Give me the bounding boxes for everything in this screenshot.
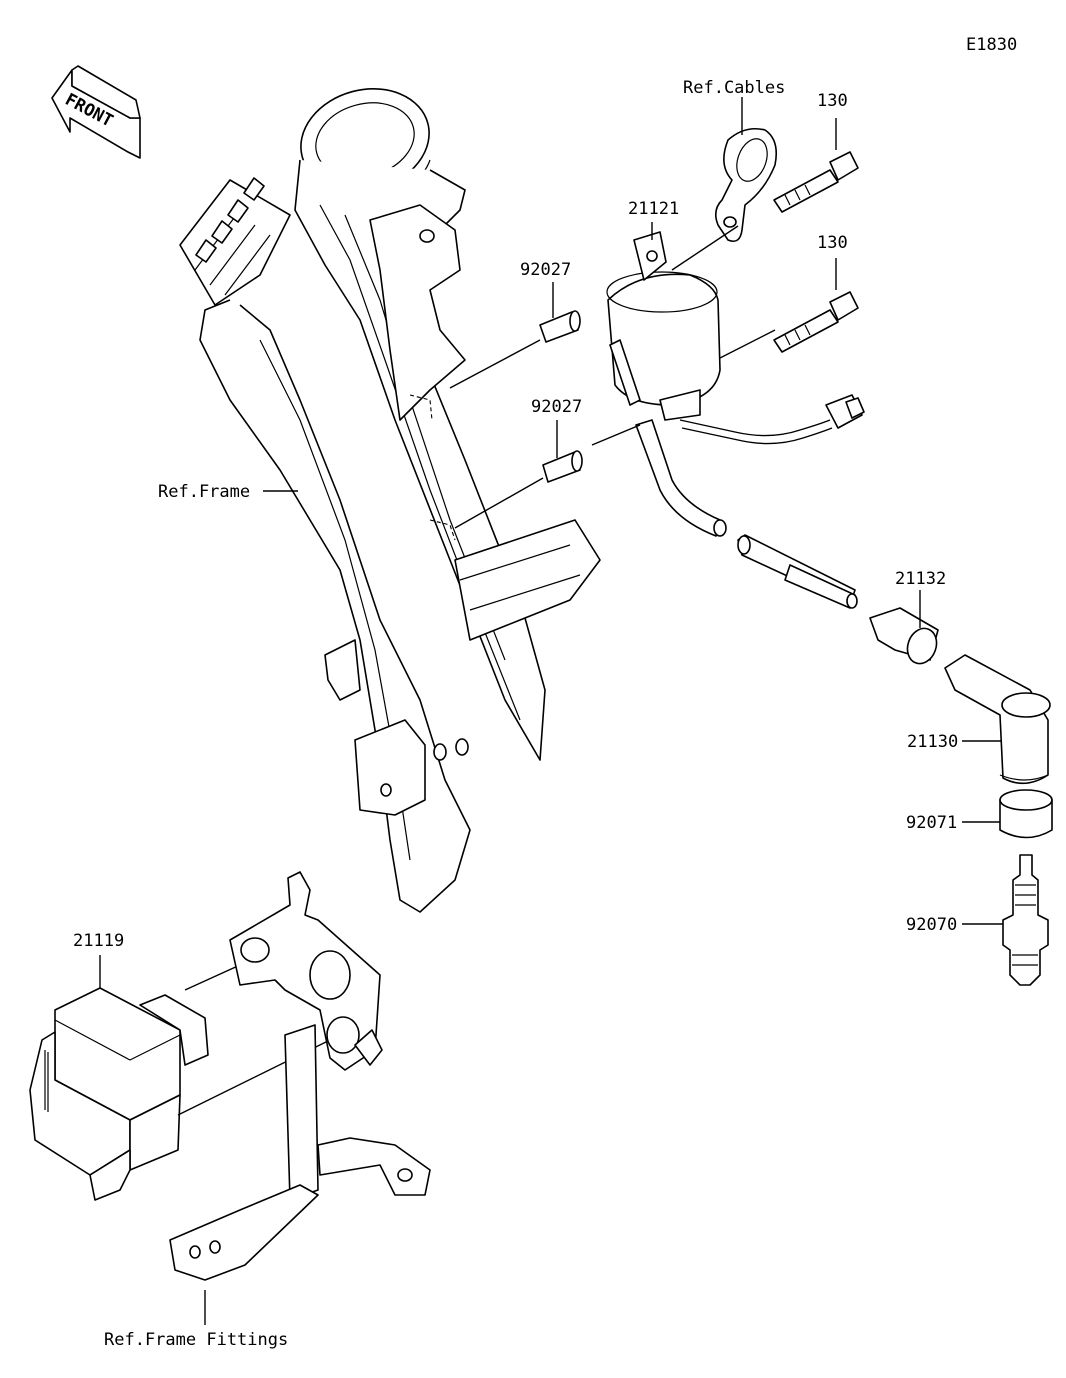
plug-cap-seal: 21132 bbox=[869, 569, 946, 665]
label-collar-lower: 92027 bbox=[531, 397, 582, 417]
label-plug-seal: 92071 bbox=[906, 813, 957, 833]
label-ref-frame-fittings: Ref.Frame Fittings bbox=[104, 1330, 288, 1350]
label-spark-plug: 92070 bbox=[906, 915, 957, 935]
bolt-upper: 130 bbox=[773, 91, 859, 213]
ignition-coil: 21121 bbox=[606, 199, 865, 609]
label-ref-frame: Ref.Frame bbox=[158, 482, 250, 502]
label-cap-seal: 21132 bbox=[895, 569, 946, 589]
spark-plug-cap: 21130 bbox=[907, 654, 1051, 785]
front-arrow-icon: FRONT bbox=[51, 65, 141, 159]
frame-illustration bbox=[179, 88, 601, 913]
callout-ref-frame: Ref.Frame bbox=[158, 482, 298, 502]
frame-fittings-bracket: Ref.Frame Fittings bbox=[104, 871, 431, 1350]
label-igniter: 21119 bbox=[73, 931, 124, 951]
label-ignition-coil: 21121 bbox=[628, 199, 679, 219]
collar-upper: 92027 bbox=[449, 260, 581, 389]
spark-plug-seal: 92071 bbox=[906, 789, 1053, 839]
collar-lower: 92027 bbox=[454, 397, 641, 529]
label-bolt-upper: 130 bbox=[817, 91, 848, 111]
spark-plug: 92070 bbox=[906, 854, 1049, 986]
label-ref-cables: Ref.Cables bbox=[683, 78, 785, 98]
label-collar-upper: 92027 bbox=[520, 260, 571, 280]
label-bolt-lower: 130 bbox=[817, 233, 848, 253]
cable-clamp: Ref.Cables bbox=[683, 78, 785, 243]
igniter-unit: 21119 bbox=[29, 931, 331, 1201]
bolt-lower: 130 bbox=[773, 233, 859, 353]
diagram-code: E1830 bbox=[966, 35, 1017, 55]
label-plug-cap: 21130 bbox=[907, 732, 958, 752]
